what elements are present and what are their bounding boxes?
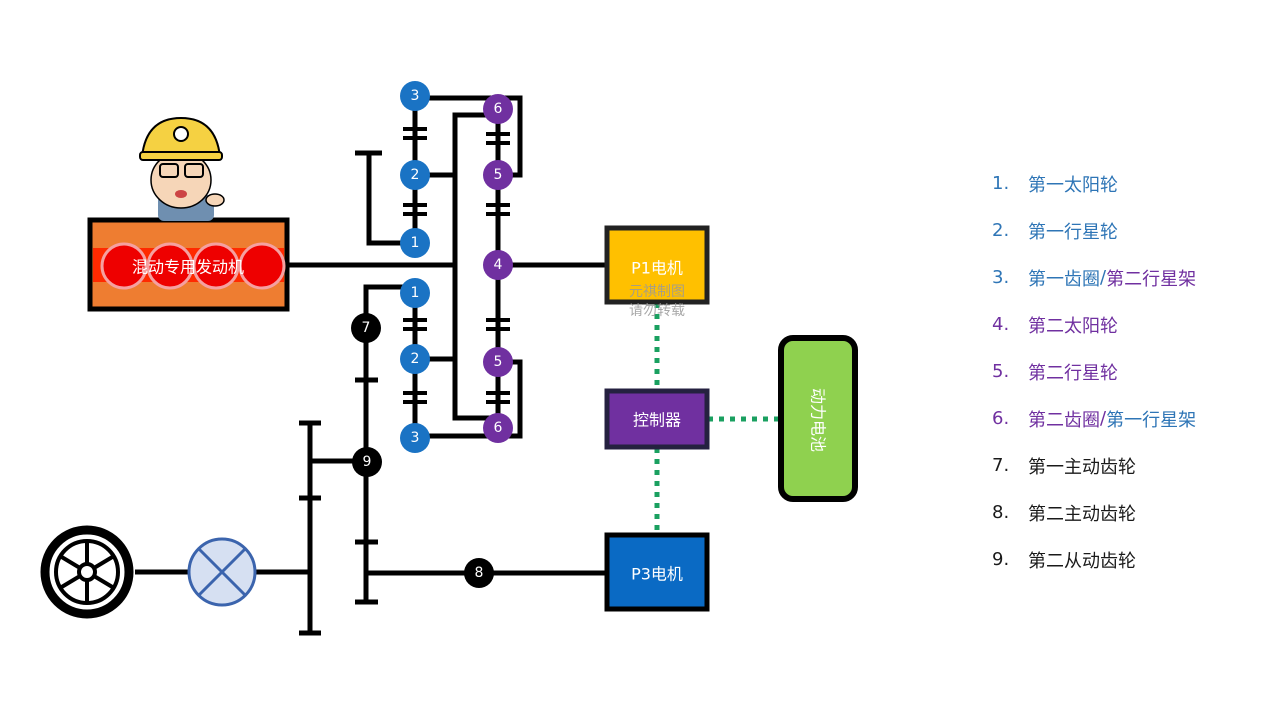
legend: 1. 第一太阳轮 2. 第一行星轮 3. 第一齿圈 / 第二行星架 4. 第二太… bbox=[992, 160, 1196, 583]
node-second-drive-gear: 8 bbox=[475, 565, 484, 581]
legend-item: 7. 第一主动齿轮 bbox=[992, 442, 1196, 489]
legend-item: 6. 第二齿圈 / 第一行星架 bbox=[992, 395, 1196, 442]
legend-text: 第二太阳轮 bbox=[1028, 315, 1118, 337]
watermark-line1: 元祺制图 bbox=[629, 284, 685, 300]
legend-number: 3. bbox=[992, 267, 1010, 288]
legend-item: 3. 第一齿圈 / 第二行星架 bbox=[992, 254, 1196, 301]
legend-text: 第一主动齿轮 bbox=[1028, 456, 1136, 478]
wheel-icon bbox=[40, 525, 134, 619]
engine-label: 混动专用发动机 bbox=[132, 258, 244, 277]
node-second-planet-upper: 5 bbox=[494, 167, 503, 183]
node-first-planet-lower: 2 bbox=[411, 351, 420, 367]
node-first-drive-gear: 7 bbox=[362, 320, 371, 336]
legend-item: 5. 第二行星轮 bbox=[992, 348, 1196, 395]
node-second-planet-lower: 5 bbox=[494, 354, 503, 370]
legend-number: 2. bbox=[992, 220, 1010, 241]
p3-motor-box: P3电机 bbox=[604, 532, 710, 612]
legend-text: 第二从动齿轮 bbox=[1028, 550, 1136, 572]
node-second-sun: 4 bbox=[494, 257, 503, 273]
legend-number: 4. bbox=[992, 314, 1010, 335]
battery-label: 动力电池 bbox=[809, 388, 828, 452]
node-first-sun-upper: 1 bbox=[411, 235, 420, 251]
legend-text: 第一行星轮 bbox=[1028, 221, 1118, 243]
legend-text: 第二主动齿轮 bbox=[1028, 503, 1136, 525]
differential-icon bbox=[187, 537, 257, 607]
legend-separator: / bbox=[1100, 267, 1107, 288]
node-first-planet-upper: 2 bbox=[411, 167, 420, 183]
node-first-sun-lower: 1 bbox=[411, 285, 420, 301]
legend-number: 7. bbox=[992, 455, 1010, 476]
engineer-mascot-icon bbox=[139, 116, 225, 221]
legend-text: 第二齿圈 bbox=[1028, 409, 1100, 431]
node-second-ring-upper: 6 bbox=[494, 101, 503, 117]
engine-box: 混动专用发动机 bbox=[87, 217, 290, 312]
legend-item: 2. 第一行星轮 bbox=[992, 207, 1196, 254]
legend-separator: / bbox=[1100, 408, 1107, 429]
legend-item: 8. 第二主动齿轮 bbox=[992, 489, 1196, 536]
node-second-ring-lower: 6 bbox=[494, 420, 503, 436]
legend-text: 第二行星架 bbox=[1106, 268, 1197, 290]
legend-item: 4. 第二太阳轮 bbox=[992, 301, 1196, 348]
drive-gear7-shaft bbox=[363, 284, 415, 603]
legend-number: 9. bbox=[992, 549, 1010, 570]
legend-text: 第一行星架 bbox=[1106, 409, 1197, 431]
node-second-driven-gear: 9 bbox=[363, 454, 372, 470]
p1-motor-box: P1电机 bbox=[604, 225, 710, 305]
legend-item: 9. 第二从动齿轮 bbox=[992, 536, 1196, 583]
sun1-upper-bracket bbox=[355, 150, 415, 246]
legend-item: 1. 第一太阳轮 bbox=[992, 160, 1196, 207]
p1-motor-label: P1电机 bbox=[631, 259, 683, 278]
legend-text: 第一齿圈 bbox=[1028, 268, 1100, 290]
battery-box: 动力电池 bbox=[778, 335, 858, 502]
legend-text: 第一太阳轮 bbox=[1028, 174, 1118, 196]
controller-box: 控制器 bbox=[604, 388, 710, 450]
watermark-line2: 请勿转载 bbox=[629, 303, 685, 319]
legend-number: 8. bbox=[992, 502, 1010, 523]
legend-number: 5. bbox=[992, 361, 1010, 382]
node-first-ring-lower: 3 bbox=[411, 430, 420, 446]
legend-number: 6. bbox=[992, 408, 1010, 429]
p3-motor-label: P3电机 bbox=[631, 565, 683, 584]
legend-text: 第二行星轮 bbox=[1028, 362, 1118, 384]
node-first-ring-upper: 3 bbox=[411, 88, 420, 104]
legend-number: 1. bbox=[992, 173, 1010, 194]
carrier-link-upper bbox=[452, 112, 498, 421]
controller-label: 控制器 bbox=[633, 411, 681, 430]
